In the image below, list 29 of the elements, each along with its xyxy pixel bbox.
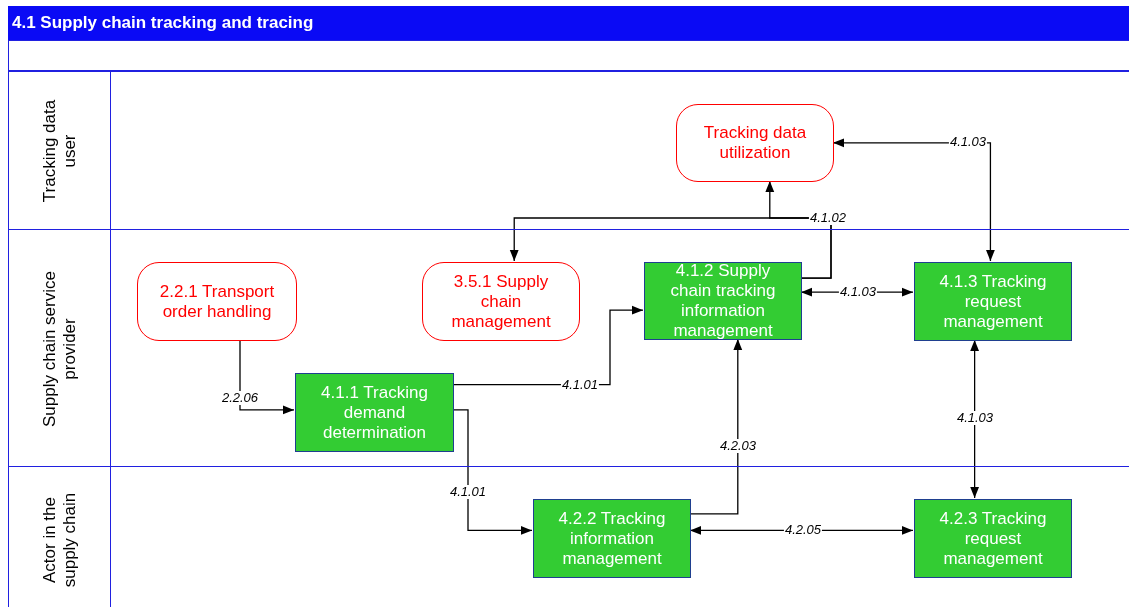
- swimlane: [8, 229, 1129, 466]
- edge-label: 4.1.03: [955, 411, 995, 425]
- arrow: [970, 339, 979, 499]
- swimlane: [8, 466, 1129, 607]
- title-bar: 4.1 Supply chain tracking and tracing: [8, 6, 1129, 40]
- process-box: 4.1.3 Tracking request management: [914, 262, 1072, 341]
- arrow: [452, 409, 533, 535]
- process-box: 4.1.2 Supply chain tracking information management: [644, 262, 802, 340]
- edge-label: 4.1.03: [838, 285, 878, 299]
- edge-label: 4.1.01: [560, 378, 600, 392]
- edge-label: 4.1.02: [808, 211, 848, 225]
- arrow: [509, 217, 832, 279]
- edge-label: 4.2.03: [718, 439, 758, 453]
- edge-label: 4.1.01: [448, 485, 488, 499]
- arrow: [239, 339, 295, 415]
- lane-title: Actor in the supply chain: [40, 491, 80, 589]
- swimlane: [8, 71, 1129, 229]
- process-box: 4.1.1 Tracking demand determination: [295, 373, 454, 452]
- edge-label: 4.1.03: [948, 135, 988, 149]
- edge-label: 4.2.05: [783, 523, 823, 537]
- external-process-box: 2.2.1 Transport order handling: [137, 262, 297, 341]
- lane-title: Tracking data user: [40, 98, 80, 205]
- process-box: 4.2.3 Tracking request management: [914, 499, 1072, 578]
- edge-label: 2.2.06: [220, 391, 260, 405]
- arrow: [689, 338, 743, 515]
- lane-title: Supply chain service provider: [40, 269, 80, 429]
- external-process-box: Tracking data utilization: [676, 104, 834, 182]
- external-process-box: 3.5.1 Supply chain management: [422, 262, 580, 341]
- process-box: 4.2.2 Tracking information management: [533, 499, 691, 578]
